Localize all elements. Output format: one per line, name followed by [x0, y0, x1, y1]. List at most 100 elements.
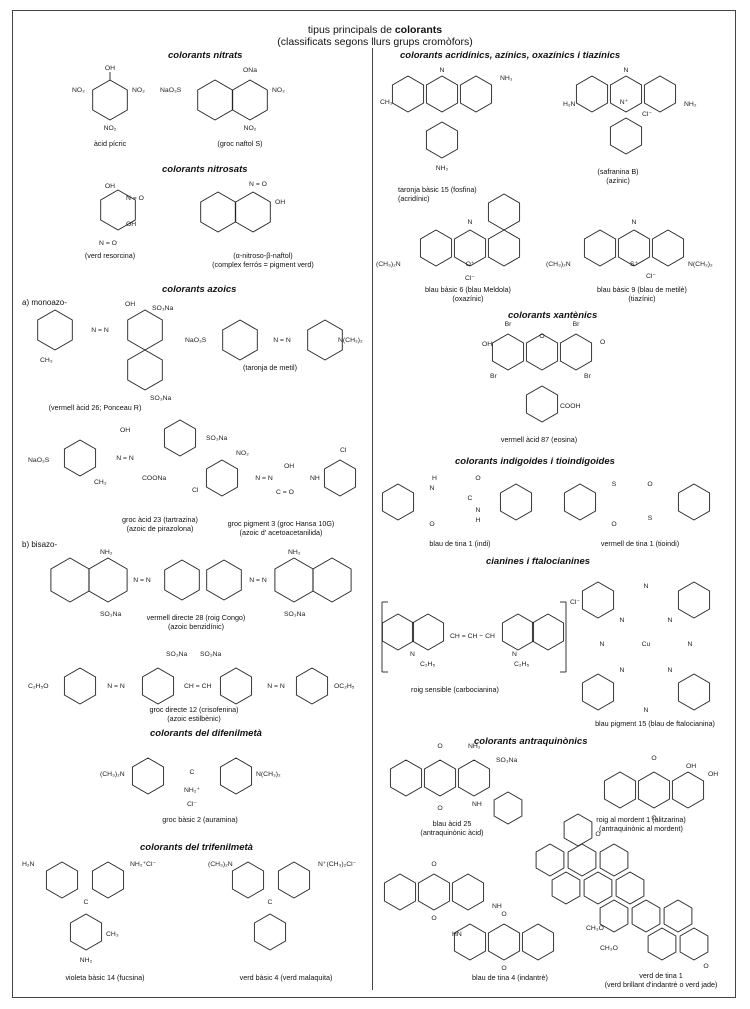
- fosfina-ring-2: [425, 75, 459, 113]
- atom-label: C: [468, 495, 473, 502]
- eosina-ring-2: [525, 333, 559, 371]
- caption-line: (complex ferrós = pigment verd): [212, 259, 314, 269]
- atom-label: CH = CH − CH: [450, 633, 495, 640]
- atom-label: NH: [310, 475, 320, 482]
- title-bold: colorants: [394, 24, 443, 36]
- atom-label: (CH₃)₂N: [208, 861, 233, 868]
- atom-label: N⁺: [620, 99, 629, 106]
- caption-nitroso-naftol: (α-nitroso-β-naftol)(complex ferrós = pi…: [198, 251, 328, 269]
- atom-label: NH₂: [288, 549, 301, 556]
- atom-label: SO₃Na: [496, 757, 517, 764]
- caption-line: groc directe 12 (crisofenina): [149, 705, 239, 714]
- alitzarina-ring-1: [603, 771, 637, 809]
- blau-acid-ring-3: [457, 759, 491, 797]
- metil-ring-a: [222, 319, 258, 361]
- section-heading-acridinics: colorants acridínics, azínics, oxazínics…: [400, 50, 621, 61]
- section-heading-indigoides: colorants indigoides i tioindigoides: [455, 456, 615, 467]
- caption-metile: blau bàsic 9 (blau de metilè)(tiazínic): [582, 285, 702, 303]
- meldola-ring-1: [419, 229, 453, 267]
- caption-ponceau: (vermell àcid 26; Ponceau R): [48, 403, 142, 412]
- carbocianina-ring-1: [381, 613, 415, 651]
- column-divider: [372, 48, 373, 990]
- ftalo-ring-4: [677, 673, 711, 711]
- atom-label: H: [476, 517, 481, 524]
- atom-label: O: [501, 911, 506, 918]
- caption-indantre: blau de tina 4 (indantrè): [472, 973, 548, 982]
- atom-label: N(CH₃)₂: [256, 771, 281, 778]
- blau-acid-ring-1: [389, 759, 423, 797]
- atom-label: OH: [284, 463, 294, 470]
- verd-ring-2: [567, 843, 597, 877]
- caption-blau-acid: blau àcid 25(antraquinònic àcid): [402, 819, 502, 837]
- atom-label: N: [668, 617, 673, 624]
- atom-label: NaO₃S: [185, 337, 207, 344]
- atom-label: SO₃Na: [152, 305, 173, 312]
- atom-label: Br: [490, 373, 498, 380]
- atom-label: N = O: [249, 181, 267, 188]
- atom-label: COONa: [142, 475, 166, 482]
- atom-label: OH: [708, 771, 718, 778]
- page-frame: [12, 10, 736, 998]
- atom-label: OH: [120, 427, 130, 434]
- atom-label: O: [431, 915, 436, 922]
- metil-ring-b: [307, 319, 343, 361]
- fucsina-ring-2: [91, 861, 125, 899]
- atom-label: CH₃: [380, 99, 393, 106]
- atom-label: SO₃Na: [200, 651, 221, 658]
- atom-label: C₂H₅: [420, 661, 435, 668]
- malaquita-ring-3: [253, 913, 287, 951]
- atom-label: N = O: [99, 240, 117, 247]
- atom-label: N: [620, 617, 625, 624]
- congo-ring-6: [312, 557, 352, 603]
- atom-label: N: [410, 651, 415, 658]
- caption-line: (antraquinònic àcid): [420, 827, 484, 837]
- safranina-ring-2: [609, 75, 643, 113]
- atom-label: N: [688, 641, 693, 648]
- section-heading-nitrosats: colorants nitrosats: [162, 164, 248, 175]
- atom-label: (CH₃)₂N: [546, 261, 571, 268]
- atom-label: OH: [482, 341, 492, 348]
- atom-label: N: [468, 219, 473, 226]
- atom-label: Br: [573, 321, 581, 328]
- caption-congo: vermell directe 28 (roig Congo)(azoic be…: [126, 613, 266, 631]
- atom-label: Cl⁻: [465, 275, 475, 282]
- atom-label: N: [620, 667, 625, 674]
- auramina-ring-2: [219, 757, 253, 795]
- section-heading-cianines: cianines i ftalocianines: [486, 556, 591, 567]
- picric-ring: [92, 79, 128, 121]
- atom-label: N: [600, 641, 605, 648]
- atom-label: NH₂: [100, 549, 113, 556]
- atom-label: O: [539, 333, 544, 340]
- atom-label: NH₂: [500, 75, 513, 82]
- atom-label: OH: [125, 301, 135, 308]
- atom-label: N: [668, 667, 673, 674]
- indi-ring-1: [381, 483, 415, 521]
- atom-label: N: [644, 583, 649, 590]
- atom-label: N: [476, 507, 481, 514]
- atom-label: O: [475, 475, 480, 482]
- atom-label: OC₂H₅: [334, 683, 355, 690]
- indantre-ring-6: [521, 923, 555, 961]
- atom-label: Cl⁻: [570, 599, 580, 606]
- atom-label: C = O: [276, 489, 294, 496]
- atom-label: S: [612, 481, 617, 488]
- atom-label: C: [190, 769, 195, 776]
- nitroso-ring-2: [235, 191, 271, 233]
- naftol-ring-2: [232, 79, 268, 121]
- caption-ftalocianina: blau pigment 15 (blau de ftalocianina): [595, 719, 715, 728]
- atom-label: CH₃O: [586, 925, 604, 932]
- tioindi-ring-1: [563, 483, 597, 521]
- atom-label: O: [651, 755, 656, 762]
- hansa-ring-b: [323, 459, 357, 497]
- carbocianina-ring-2: [411, 613, 445, 651]
- eosina-ring-4: [525, 385, 559, 423]
- atom-label: C₂H₅: [514, 661, 529, 668]
- verd-ring-3: [599, 843, 629, 877]
- atom-label: NO₂: [272, 87, 285, 94]
- caption-line: (safranina B): [597, 167, 639, 176]
- congo-ring-4: [206, 559, 242, 601]
- atom-label: CH = CH: [184, 683, 211, 690]
- atom-label: NH₂: [80, 957, 93, 964]
- congo-ring-3: [164, 559, 200, 601]
